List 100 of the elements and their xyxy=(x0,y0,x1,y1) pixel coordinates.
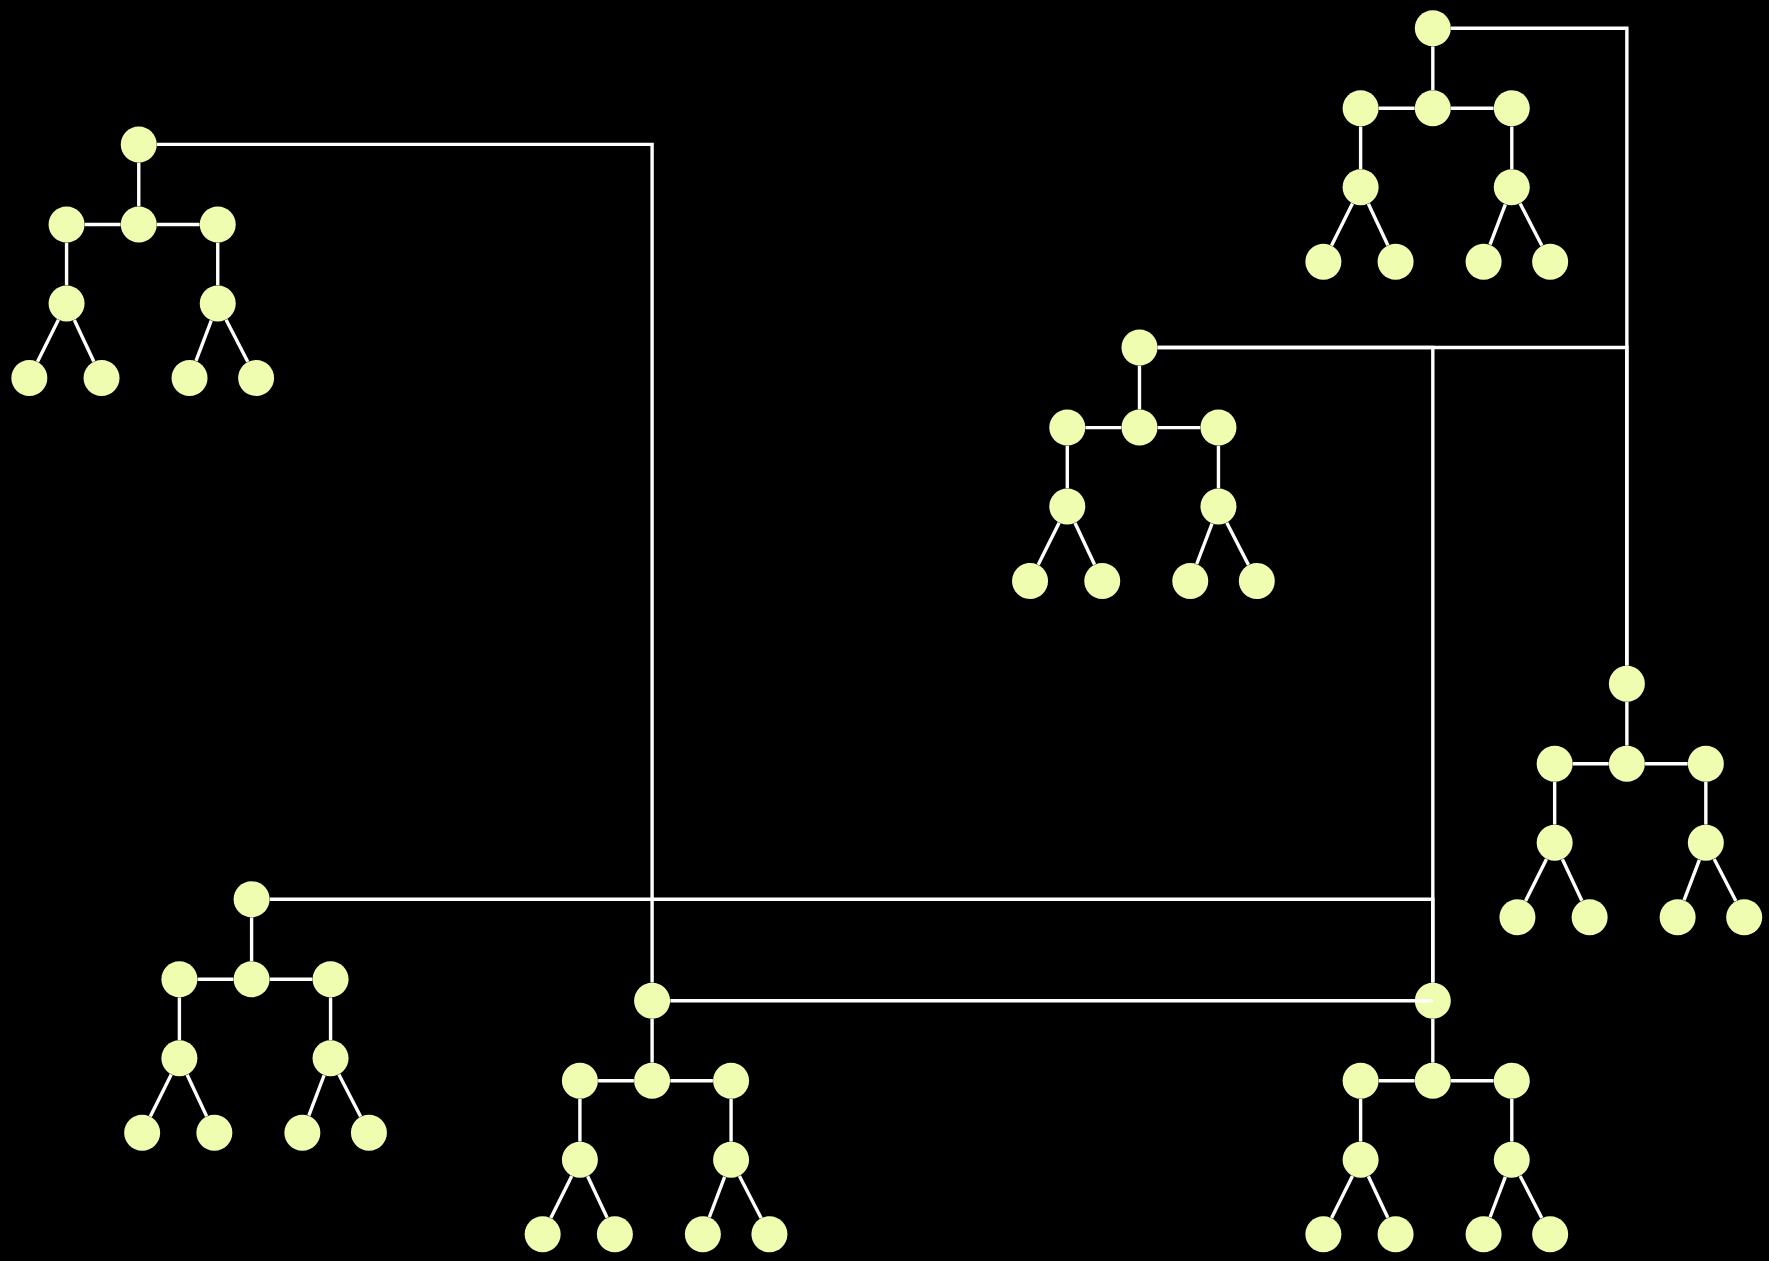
tree-node-circle xyxy=(312,961,349,998)
tree-node-circle xyxy=(1493,169,1530,206)
connector-line xyxy=(650,1018,654,1063)
tree-node-circle xyxy=(1121,409,1158,446)
connector-line xyxy=(185,1073,209,1117)
tree-node-circle xyxy=(1305,243,1342,280)
tree-node-circle xyxy=(684,1216,721,1253)
connector-line xyxy=(670,1078,713,1083)
connector-line xyxy=(194,319,213,362)
tree-node-circle xyxy=(1536,824,1573,861)
tree-node-circle xyxy=(1377,243,1414,280)
tree-node-circle xyxy=(1493,90,1530,127)
connector-line xyxy=(1682,859,1701,901)
tree-node-circle xyxy=(1342,1062,1379,1099)
tree-node-circle xyxy=(1172,562,1209,599)
tree-node-circle xyxy=(1536,745,1573,782)
connector-line xyxy=(137,162,141,207)
connector-line xyxy=(224,318,250,363)
tree-node-circle xyxy=(161,1040,198,1077)
connector-line xyxy=(249,917,254,961)
tree-node-circle xyxy=(634,1062,671,1099)
connector-line xyxy=(337,1073,363,1118)
tree-node-circle xyxy=(1532,1216,1569,1253)
tree-node-circle xyxy=(1342,169,1379,206)
tree-node-circle xyxy=(1608,665,1645,702)
connector-line xyxy=(1510,126,1514,169)
tree-node-circle xyxy=(11,359,48,396)
connector-line xyxy=(1518,202,1544,247)
tree-node-circle xyxy=(1571,899,1608,936)
tree-node-circle xyxy=(1238,562,1275,599)
connector-line xyxy=(1572,761,1609,766)
connector-line xyxy=(1704,781,1708,825)
connector-line xyxy=(328,997,333,1040)
connector-line xyxy=(64,242,69,286)
connector-line xyxy=(1488,203,1507,246)
connector-line xyxy=(549,1175,574,1219)
connector-line xyxy=(1510,1098,1514,1142)
tree-node-circle xyxy=(238,359,275,396)
connector-line xyxy=(1065,445,1069,489)
connector-line xyxy=(1216,445,1221,489)
connector-line xyxy=(1366,1175,1390,1219)
connector-line xyxy=(84,222,121,227)
connector-line xyxy=(177,997,182,1040)
connector-line xyxy=(1366,202,1390,246)
tree-node-circle xyxy=(120,206,157,243)
tree-node-circle xyxy=(1608,745,1645,782)
tree-node-circle xyxy=(48,206,85,243)
tree-node-circle xyxy=(124,1114,161,1151)
connector-line xyxy=(1358,126,1363,169)
connector-line xyxy=(1625,701,1629,746)
connector-line xyxy=(156,222,200,227)
tree-node-circle xyxy=(1532,243,1569,280)
connector-line xyxy=(1378,106,1415,110)
connector-line xyxy=(156,142,654,983)
tree-node-circle xyxy=(1049,488,1086,525)
tree-node-circle xyxy=(350,1114,387,1151)
tree-node-circle xyxy=(1414,10,1451,47)
tree-node-circle xyxy=(751,1216,788,1253)
tree-node-circle xyxy=(1414,90,1451,127)
connector-line xyxy=(1358,1098,1363,1142)
tree-node-circle xyxy=(312,1040,349,1077)
connector-line xyxy=(1645,761,1688,766)
connector-line xyxy=(1451,106,1494,110)
tree-node-circle xyxy=(161,961,198,998)
tree-node-circle xyxy=(1465,243,1502,280)
tree-node-circle xyxy=(1121,329,1158,366)
connector-line xyxy=(1560,858,1584,902)
tree-node-circle xyxy=(284,1114,321,1151)
tree-node-circle xyxy=(1493,1141,1530,1178)
connector-line xyxy=(216,242,220,286)
connector-line xyxy=(578,1098,582,1142)
connector-line xyxy=(707,1176,727,1218)
tree-node-circle xyxy=(1493,1062,1530,1099)
tree-node-circle xyxy=(199,206,236,243)
tree-node-circle xyxy=(171,359,208,396)
tree-node-circle xyxy=(1305,1216,1342,1253)
connector-line xyxy=(1085,425,1122,430)
tree-node-circle xyxy=(561,1141,598,1178)
connector-line xyxy=(197,977,234,981)
connector-line xyxy=(1157,425,1201,430)
connector-line xyxy=(1524,858,1549,902)
tree-node-circle xyxy=(596,1216,633,1253)
tree-node-circle xyxy=(1200,488,1237,525)
connector-line xyxy=(148,1073,173,1118)
tree-node-circle xyxy=(1687,824,1724,861)
connector-line xyxy=(269,977,313,981)
connector-line xyxy=(1378,1078,1415,1083)
tree-node-circle xyxy=(48,285,85,322)
tree-node-circle xyxy=(199,285,236,322)
tree-node-circle xyxy=(1414,1062,1451,1099)
connector-line xyxy=(72,319,96,363)
connector-line xyxy=(1195,522,1214,565)
tree-node-circle xyxy=(1726,899,1763,936)
connector-line xyxy=(737,1175,763,1219)
tree-node-circle xyxy=(233,961,270,998)
tree-node-circle xyxy=(83,359,120,396)
connector-line xyxy=(1137,365,1142,410)
connector-line xyxy=(1073,522,1097,566)
connector-line xyxy=(586,1175,609,1219)
connector-line xyxy=(1036,521,1061,566)
